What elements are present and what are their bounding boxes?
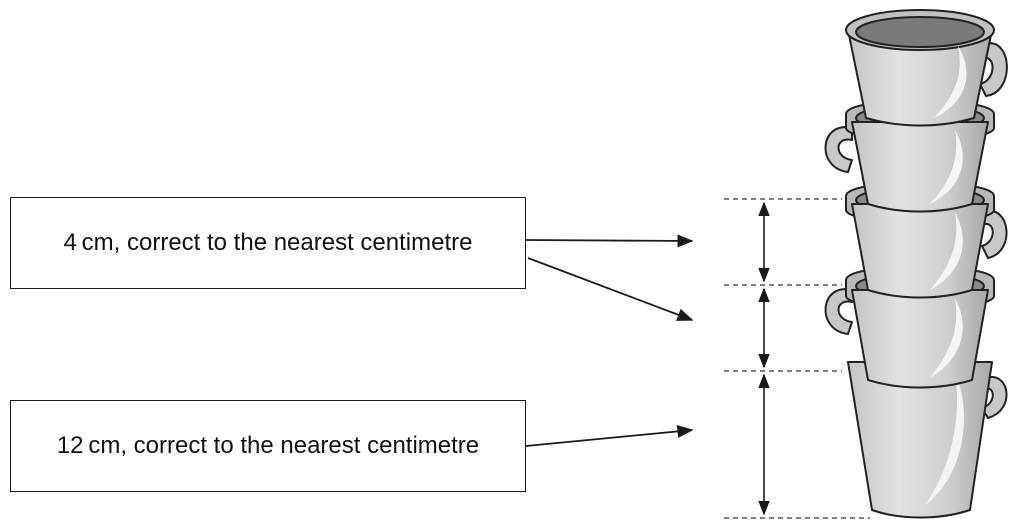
label-text-12cm: 12 cm, correct to the nearest centimetre	[56, 432, 480, 459]
cup-5	[847, 361, 1008, 519]
cup-3-handle	[981, 210, 1008, 259]
pointer-arrow-top-1	[525, 234, 694, 248]
cup-1	[845, 9, 1008, 127]
cup-1-inside	[855, 16, 985, 48]
cup-1-sheen	[934, 46, 967, 118]
cup-3-sheen	[930, 212, 963, 290]
cup-4-sheen	[930, 298, 963, 378]
pointer-arrow-top-2	[527, 257, 694, 321]
pointer-arrow-bottom	[525, 424, 694, 447]
cup-2-handle	[824, 126, 853, 173]
cup-4-body	[851, 289, 989, 389]
cup-3-body	[851, 203, 989, 299]
cup-4-handle	[824, 288, 853, 335]
label-box-4cm: 4 cm, correct to the nearest centimetre	[10, 197, 526, 289]
cup-stack	[824, 9, 1008, 519]
cup-2-sheen	[930, 130, 963, 204]
cup-5-sheen	[925, 372, 964, 505]
reference-lines	[724, 198, 870, 519]
pointer-arrows	[525, 234, 694, 447]
label-box-12cm: 12 cm, correct to the nearest centimetre	[10, 400, 526, 492]
cup-5-body	[847, 361, 993, 519]
cup-2-body	[851, 121, 989, 213]
label-text-4cm: 4 cm, correct to the nearest centimetre	[63, 229, 473, 256]
